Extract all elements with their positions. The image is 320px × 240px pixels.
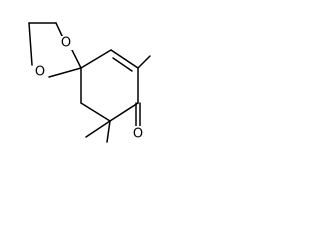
bond-spiro-o-lower <box>48 67 82 78</box>
bond-o-upper-spiro <box>70 47 82 69</box>
bond-methyl-alkene <box>137 55 151 69</box>
bond-spiro-c-alkene <box>80 49 112 69</box>
substituents <box>85 55 151 143</box>
label-bg-oxygen-lower <box>33 65 47 79</box>
bond-alkene-c-c-inner <box>112 57 133 72</box>
molecular-structure-diagram: O O O <box>28 22 151 143</box>
oxygen-upper-label: O <box>61 36 71 51</box>
oxygen-lower-label: O <box>35 65 45 80</box>
bond-o-lower-ch2 <box>28 22 33 66</box>
bond-ch2-o-upper <box>55 22 64 39</box>
bond-alkene-c-c <box>110 49 139 69</box>
bond-quaternary-ch2 <box>80 102 111 122</box>
label-bg-oxygen-upper <box>59 36 73 50</box>
bond-methyl-quaternary-2 <box>106 120 111 143</box>
oxygen-ketone-label: O <box>133 127 143 142</box>
bond-methyl-quaternary-1 <box>85 120 111 138</box>
dioxolane-ring <box>28 22 82 78</box>
label-bg-oxygen-ketone <box>131 126 145 140</box>
bond-carbonyl-quaternary <box>109 102 139 122</box>
atom-labels: O O O <box>33 36 145 142</box>
cyclohexenone-ring <box>80 49 139 122</box>
